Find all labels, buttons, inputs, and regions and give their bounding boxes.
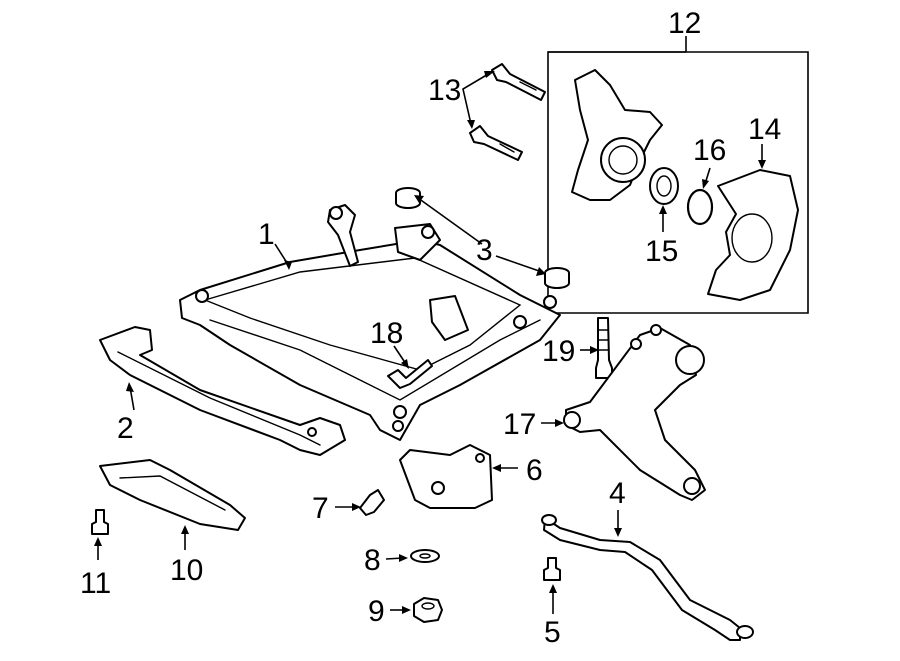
bolt-19 xyxy=(595,317,613,379)
bolt-13-upper xyxy=(491,63,546,101)
wheel-bearing xyxy=(649,167,679,205)
lower-control-arm xyxy=(563,324,706,501)
subframe xyxy=(179,204,561,441)
bolt-11 xyxy=(91,509,109,535)
callout-16: 16 xyxy=(693,134,726,167)
bracket xyxy=(399,444,493,509)
nut xyxy=(413,597,443,623)
callout-12: 12 xyxy=(668,7,701,40)
callout-6: 6 xyxy=(526,454,543,487)
steering-knuckle xyxy=(571,69,663,201)
callout-11: 11 xyxy=(80,567,111,600)
washer xyxy=(410,549,440,563)
callout-19: 19 xyxy=(542,335,575,368)
callout-5: 5 xyxy=(544,616,561,649)
front-cross-bar xyxy=(99,326,346,456)
callout-17: 17 xyxy=(503,408,536,441)
callout-8: 8 xyxy=(364,544,381,577)
bushing-lower xyxy=(544,267,570,289)
callout-4: 4 xyxy=(609,477,626,510)
leader-lines xyxy=(94,71,766,614)
under-cover xyxy=(99,459,246,531)
dust-shield xyxy=(707,169,799,301)
callout-14: 14 xyxy=(748,113,781,146)
callout-7: 7 xyxy=(312,492,329,525)
bolt-13-lower xyxy=(469,125,523,161)
callout-labels: 1 2 3 4 5 6 7 8 9 10 11 12 13 14 15 16 1… xyxy=(80,7,781,649)
bolt-7 xyxy=(359,489,385,516)
bolt-5 xyxy=(543,557,561,581)
callout-10: 10 xyxy=(170,554,203,587)
callout-9: 9 xyxy=(368,595,385,628)
callout-18: 18 xyxy=(370,317,403,350)
callout-3: 3 xyxy=(476,234,493,267)
callout-13: 13 xyxy=(428,74,461,107)
snap-ring xyxy=(686,188,714,226)
knuckle-assembly-group xyxy=(547,36,809,314)
stabilizer-bar xyxy=(541,514,754,641)
bolt-18 xyxy=(387,359,433,389)
bushing-upper xyxy=(395,187,421,209)
callout-2: 2 xyxy=(117,412,134,445)
callout-15: 15 xyxy=(645,235,678,268)
callout-1: 1 xyxy=(258,218,275,251)
